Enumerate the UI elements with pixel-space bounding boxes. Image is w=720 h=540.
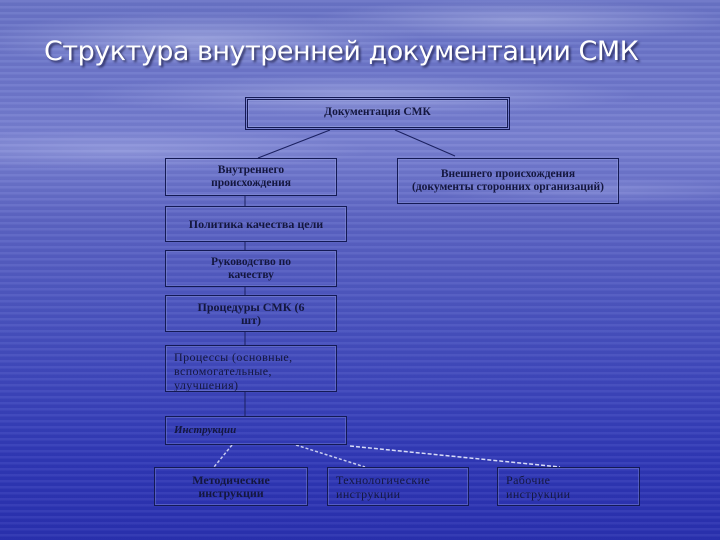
internal-origin-box: Внутреннего происхождения (165, 158, 337, 196)
work-instructions-box: Рабочие инструкции (497, 467, 640, 506)
qms-procedures-label: Процедуры СМК (6 шт) (197, 299, 305, 327)
documentation-qms-label: Документация СМК (324, 106, 431, 118)
qms-procedures-box: Процедуры СМК (6 шт) (165, 295, 337, 332)
quality-policy-box: Политика качества цели (165, 206, 347, 242)
internal-origin-label: Внутреннего происхождения (211, 164, 291, 189)
work-instructions-label: Рабочие инструкции (506, 472, 571, 501)
methodical-instructions-box: Методические инструкции (154, 467, 308, 506)
external-origin-label: Внешнего происхождения (документы сторон… (412, 168, 604, 193)
slide-title: Структура внутренней документации СМК (44, 36, 639, 67)
instructions-label: Инструкции (174, 424, 237, 436)
external-origin-box: Внешнего происхождения (документы сторон… (397, 158, 619, 204)
methodical-instructions-label: Методические инструкции (192, 472, 270, 500)
processes-label: Процессы (основные, вспомогательные, улу… (174, 350, 293, 392)
instructions-box: Инструкции (165, 416, 347, 445)
quality-manual-label: Руководство по качеству (211, 255, 291, 281)
processes-box: Процессы (основные, вспомогательные, улу… (165, 345, 337, 392)
quality-manual-box: Руководство по качеству (165, 250, 337, 287)
quality-policy-label: Политика качества цели (188, 216, 324, 231)
technological-instructions-box: Технологические инструкции (327, 467, 469, 506)
documentation-qms-box: Документация СМК (245, 97, 510, 130)
technological-instructions-label: Технологические инструкции (336, 472, 431, 501)
